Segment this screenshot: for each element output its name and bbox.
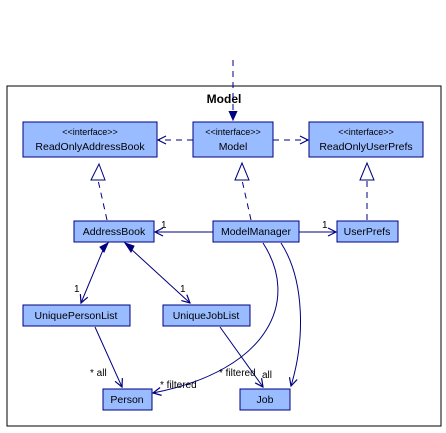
class-name: UniquePersonList <box>35 310 118 322</box>
class-job[interactable]: Job <box>239 388 291 411</box>
multiplicity-label: * filtered <box>160 380 197 391</box>
multiplicity-label: 1 <box>322 220 328 231</box>
class-unique-job-list[interactable]: UniqueJobList <box>162 304 251 327</box>
class-name: Model <box>219 141 248 153</box>
interface-read-only-user-prefs[interactable]: <<interface>> ReadOnlyUserPrefs <box>308 121 424 158</box>
class-model-manager[interactable]: ModelManager <box>212 220 300 243</box>
class-name: AddressBook <box>83 226 146 238</box>
class-name: UniqueJobList <box>173 310 240 322</box>
manager-to-person-filtered-arrow <box>153 242 279 393</box>
class-name: UserPrefs <box>344 226 391 238</box>
class-person[interactable]: Person <box>102 388 153 411</box>
stereotype-label: <<interface>> <box>338 127 394 137</box>
class-name: Job <box>257 394 274 406</box>
class-user-prefs[interactable]: UserPrefs <box>336 220 399 243</box>
multiplicity-label: * all <box>90 368 107 379</box>
multiplicity-label: * filtered <box>219 368 256 379</box>
stereotype-label: <<interface>> <box>205 127 261 137</box>
addressbook-to-joblist-composition <box>123 242 190 303</box>
addressbook-realizes-arrow <box>90 162 108 221</box>
frame-title: Model <box>207 92 242 106</box>
class-unique-person-list[interactable]: UniquePersonList <box>22 304 131 327</box>
class-name: ModelManager <box>221 226 292 238</box>
addressbook-to-personlist-composition <box>81 241 110 303</box>
interface-model[interactable]: <<interface>> Model <box>192 121 274 158</box>
class-name: ReadOnlyAddressBook <box>35 141 145 153</box>
class-name: Person <box>110 394 143 406</box>
model-frame <box>6 85 442 427</box>
interface-read-only-address-book[interactable]: <<interface>> ReadOnlyAddressBook <box>22 121 158 158</box>
class-address-book[interactable]: AddressBook <box>73 220 155 243</box>
multiplicity-label: 1 <box>74 284 80 295</box>
personlist-to-person-arrow <box>94 326 122 387</box>
multiplicity-label: all <box>262 370 272 381</box>
stereotype-label: <<interface>> <box>62 127 118 137</box>
modelmanager-realizes-arrow <box>234 161 252 221</box>
class-name: ReadOnlyUserPrefs <box>319 141 412 153</box>
manager-to-job-filtered-arrow <box>280 242 301 386</box>
multiplicity-label: 1 <box>180 284 186 295</box>
userprefs-realizes-arrow <box>359 161 375 220</box>
multiplicity-label: 1 <box>161 220 167 231</box>
